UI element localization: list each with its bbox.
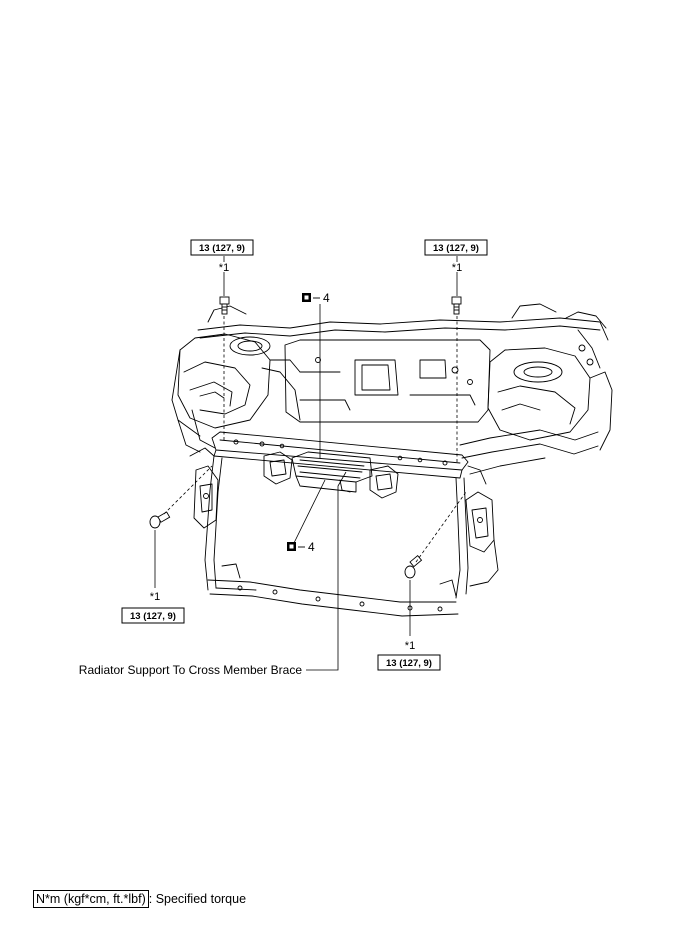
nut-callout-lower: 4 — [287, 540, 315, 554]
svg-text:*1: *1 — [150, 591, 160, 603]
torque-unit-box: N*m (kgf*cm, ft.*lbf) — [33, 890, 149, 908]
leader-lines — [154, 256, 458, 671]
bolt-icon — [149, 511, 171, 529]
svg-text:*1: *1 — [219, 262, 229, 274]
nut-callout-upper: 4 — [302, 291, 330, 305]
torque-spec-left: *1 13 (127, 9) — [121, 591, 185, 624]
install-guide-lines — [163, 316, 467, 563]
bolt-icon — [219, 296, 230, 315]
svg-text:*1: *1 — [452, 262, 462, 274]
body-structure-illustration — [171, 303, 613, 617]
svg-text:4: 4 — [308, 540, 315, 554]
legend-description: : Specified torque — [148, 892, 247, 906]
svg-text:13 (127, 9): 13 (127, 9) — [130, 611, 176, 622]
part-label-radiator-brace: Radiator Support To Cross Member Brace — [79, 663, 303, 677]
svg-text:13 (127, 9): 13 (127, 9) — [199, 243, 245, 254]
torque-spec-right: *1 13 (127, 9) — [377, 640, 441, 671]
bolt-icon — [404, 554, 423, 579]
svg-text:13 (127, 9): 13 (127, 9) — [433, 243, 479, 254]
bolt-icon — [451, 296, 462, 315]
torque-spec-top-left: 13 (127, 9) *1 — [190, 239, 254, 274]
torque-spec-top-right: 13 (127, 9) *1 — [424, 239, 488, 274]
svg-text:*1: *1 — [405, 640, 415, 652]
torque-legend: N*m (kgf*cm, ft.*lbf): Specified torque — [33, 890, 247, 908]
svg-text:13 (127, 9): 13 (127, 9) — [386, 658, 432, 669]
svg-text:4: 4 — [323, 291, 330, 305]
